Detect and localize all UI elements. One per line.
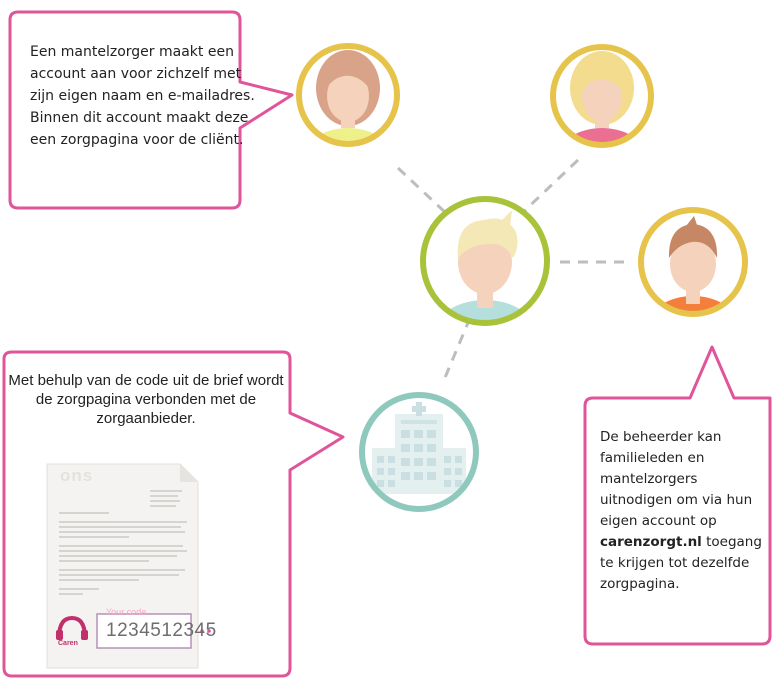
letter-brand-text: ons [60, 466, 94, 485]
female-avatar-blonde-hair-icon [550, 44, 654, 148]
connector-topleft-center [396, 166, 450, 217]
letter-body-text [59, 490, 187, 595]
callout-bottom-right-text-part1: De beheerder kan familieleden en mantelz… [600, 429, 753, 529]
male-avatar-brown-hair-icon [638, 207, 748, 317]
caren-logo-text: Caren [58, 640, 78, 647]
connector-topright-center [518, 158, 580, 217]
callout-bottom-right-text: De beheerder kan familieleden en mantelz… [600, 427, 768, 595]
carenzorgt-link: carenzorgt.nl [600, 534, 702, 550]
caren-logo-icon [56, 615, 88, 640]
letter-illustration [46, 463, 211, 669]
code-box [96, 613, 192, 649]
callout-top-left-text: Een mantelzorger maakt een account aan v… [30, 44, 255, 148]
callout-top-left-bubble [8, 10, 294, 210]
callout-bottom-right-bubble [583, 345, 772, 646]
child-avatar-blonde-hair-icon [420, 196, 550, 326]
female-avatar-brown-hair-icon [296, 43, 400, 147]
callout-bottom-right-text-part2: toegang te krijgen tot dezelfde zorgpagi… [600, 534, 762, 592]
connector-center-hospital [442, 317, 472, 381]
code-value: 1234512345 [106, 620, 217, 641]
hospital-building-icon [359, 392, 479, 512]
callout-bottom-left-text: Met behulp van de code uit de brief word… [8, 372, 284, 427]
code-label: Your code [106, 607, 147, 617]
connector-lines [396, 158, 632, 381]
